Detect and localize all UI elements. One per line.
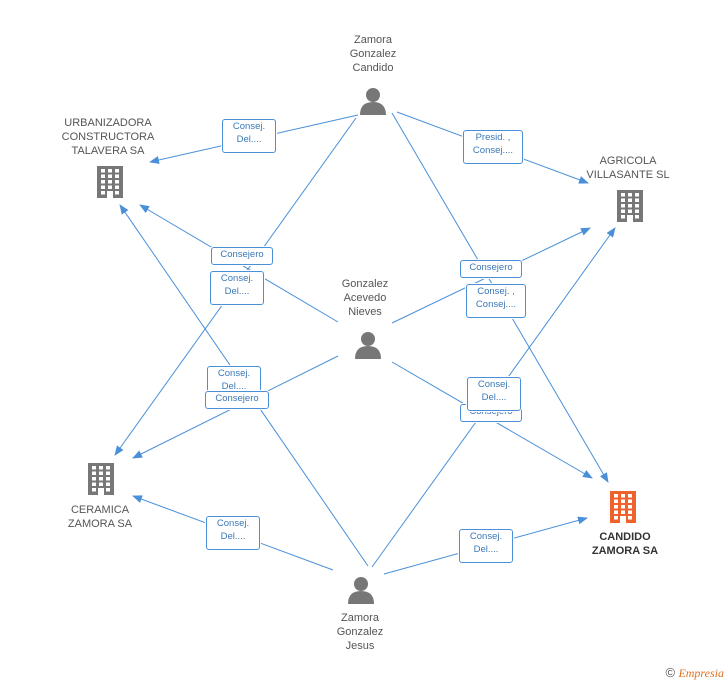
- node-label-zamora-gonzalez-jesus[interactable]: Zamora Gonzalez Jesus: [336, 612, 384, 652]
- edge-label-zgc-urb[interactable]: Consej. Del....: [222, 119, 276, 153]
- edge-label-gan-urb[interactable]: Consejero: [211, 247, 273, 265]
- building-icon-ceramica[interactable]: [88, 463, 114, 495]
- edge-label-zgj-urb[interactable]: Consej. Del....: [207, 366, 261, 394]
- node-label-agricola[interactable]: AGRICOLA VILLASANTE SL: [586, 155, 670, 181]
- node-label-ceramica[interactable]: CERAMICA ZAMORA SA: [67, 504, 133, 530]
- building-icon-candido-zamora[interactable]: [610, 491, 636, 523]
- person-icon-zamora-gonzalez-candido[interactable]: [360, 88, 386, 115]
- node-label-candido-zamora[interactable]: CANDIDO ZAMORA SA: [591, 531, 659, 557]
- building-icon-urbanizadora[interactable]: [97, 166, 123, 198]
- edge-label-zgj-cer[interactable]: Consej. Del....: [206, 516, 260, 550]
- person-icon-zamora-gonzalez-jesus[interactable]: [348, 577, 374, 604]
- person-icon-gonzalez-acevedo-nieves[interactable]: [355, 332, 381, 359]
- node-label-gonzalez-acevedo-nieves[interactable]: Gonzalez Acevedo Nieves: [341, 278, 389, 318]
- edge-label-zgc-agr[interactable]: Presid. , Consej....: [463, 130, 523, 164]
- edge-label-zgc-can[interactable]: Consej. , Consej....: [466, 284, 526, 318]
- copyright-symbol: ©: [665, 665, 676, 680]
- edge-label-gan-cer[interactable]: Consejero: [205, 391, 269, 409]
- edge-label-gan-agr[interactable]: Consejero: [460, 260, 522, 278]
- footer-brand: © Empresia: [666, 665, 725, 681]
- edge-label-zgj-can[interactable]: Consej. Del....: [459, 529, 513, 563]
- edge-label-zgj-agr[interactable]: Consej. Del....: [467, 377, 521, 411]
- empresia-logo: Empresia: [678, 666, 724, 680]
- building-icon-agricola[interactable]: [617, 190, 643, 222]
- node-label-zamora-gonzalez-candido[interactable]: Zamora Gonzalez Candido: [349, 34, 397, 74]
- node-label-urbanizadora[interactable]: URBANIZADORA CONSTRUCTORA TALAVERA SA: [61, 117, 155, 157]
- edge-label-zgc-cer[interactable]: Consej. Del....: [210, 271, 264, 305]
